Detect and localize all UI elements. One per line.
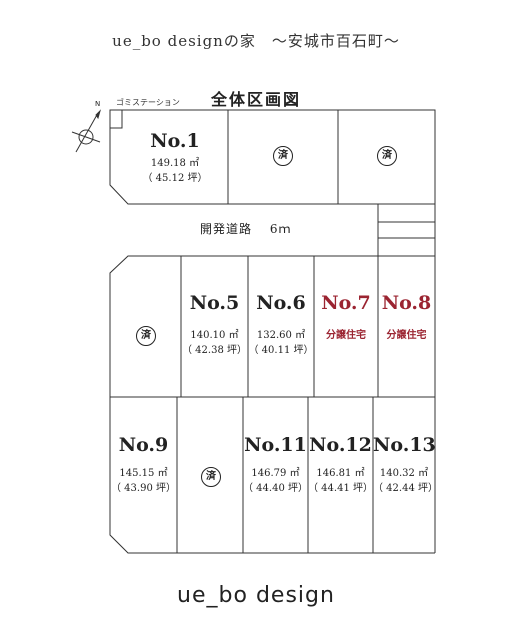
lot-9-label: No.9 (118, 434, 169, 456)
lot-5-tsubo: （ 42.38 坪） (182, 345, 247, 356)
north-label: N (95, 100, 101, 108)
bottom-outline (109, 397, 435, 554)
garbage-station-box (109, 109, 123, 129)
road-label: 開発道路 6ｍ (200, 222, 292, 236)
lot-12-area: 146.81 ㎡ (316, 468, 365, 479)
lot-13-area: 140.32 ㎡ (379, 468, 429, 479)
top-outline (110, 109, 436, 204)
lot-12-label: No.12 (309, 434, 372, 456)
lot-1-tsubo: （ 45.12 坪） (142, 173, 208, 184)
sold-mark-lot-4: 済 (136, 326, 156, 346)
footer-brand: ue_bo design (177, 583, 335, 608)
lot-6-label: No.6 (256, 292, 306, 314)
lot-5-area: 140.10 ㎡ (190, 330, 239, 341)
lot-8-status: 分譲住宅 (386, 330, 427, 341)
sold-mark-lot-2: 済 (273, 146, 293, 166)
lot-9: No.9 145.15 ㎡ （ 43.90 坪） (110, 434, 177, 496)
lot-13-tsubo: （ 42.44 坪） (373, 483, 438, 494)
lot-11-label: No.11 (244, 434, 307, 456)
lot-1-area: 149.18 ㎡ (150, 158, 200, 169)
plan-title: 全体区画図 (210, 90, 301, 109)
lot-12: No.12 146.81 ㎡ （ 44.41 坪） (308, 434, 373, 496)
lot-8-label: No.8 (381, 292, 432, 314)
lot-9-tsubo: （ 43.90 坪） (111, 483, 176, 494)
lot-5-label: No.5 (189, 292, 240, 314)
lot1-bottom-line (109, 110, 435, 205)
lot-11-area: 146.79 ㎡ (251, 468, 300, 479)
lot-9-area: 145.15 ㎡ (119, 468, 168, 479)
lot-12-tsubo: （ 44.41 坪） (308, 483, 373, 494)
lot-1: No.1 149.18 ㎡ （ 45.12 坪） (122, 130, 228, 186)
lot-6-area: 132.60 ㎡ (256, 330, 306, 341)
lot-1-label: No.1 (150, 130, 200, 152)
sold-mark-lot-10: 済 (201, 467, 221, 487)
lot-13: No.13 140.32 ㎡ （ 42.44 坪） (373, 434, 438, 496)
garbage-station-label: ゴミステーション (116, 98, 180, 107)
lot-7-status: 分譲住宅 (326, 330, 366, 341)
lot-7: No.7 分譲住宅 (314, 292, 378, 343)
lot-11: No.11 146.79 ㎡ （ 44.40 坪） (243, 434, 308, 496)
header-title: ue_bo designの家 ～安城市百石町～ (112, 32, 400, 50)
sold-mark-lot-3: 済 (377, 146, 397, 166)
lot-13-label: No.13 (373, 434, 436, 456)
lot-6: No.6 132.60 ㎡ （ 40.11 坪） (248, 292, 314, 358)
middle-top-line (109, 255, 435, 397)
compass-icon (71, 109, 102, 153)
lot-11-tsubo: （ 44.40 坪） (243, 483, 308, 494)
lot-8: No.8 分譲住宅 (378, 292, 435, 343)
lot-5: No.5 140.10 ㎡ （ 42.38 坪） (181, 292, 248, 358)
lot-6-tsubo: （ 40.11 坪） (248, 345, 314, 356)
lot-7-label: No.7 (321, 292, 371, 314)
